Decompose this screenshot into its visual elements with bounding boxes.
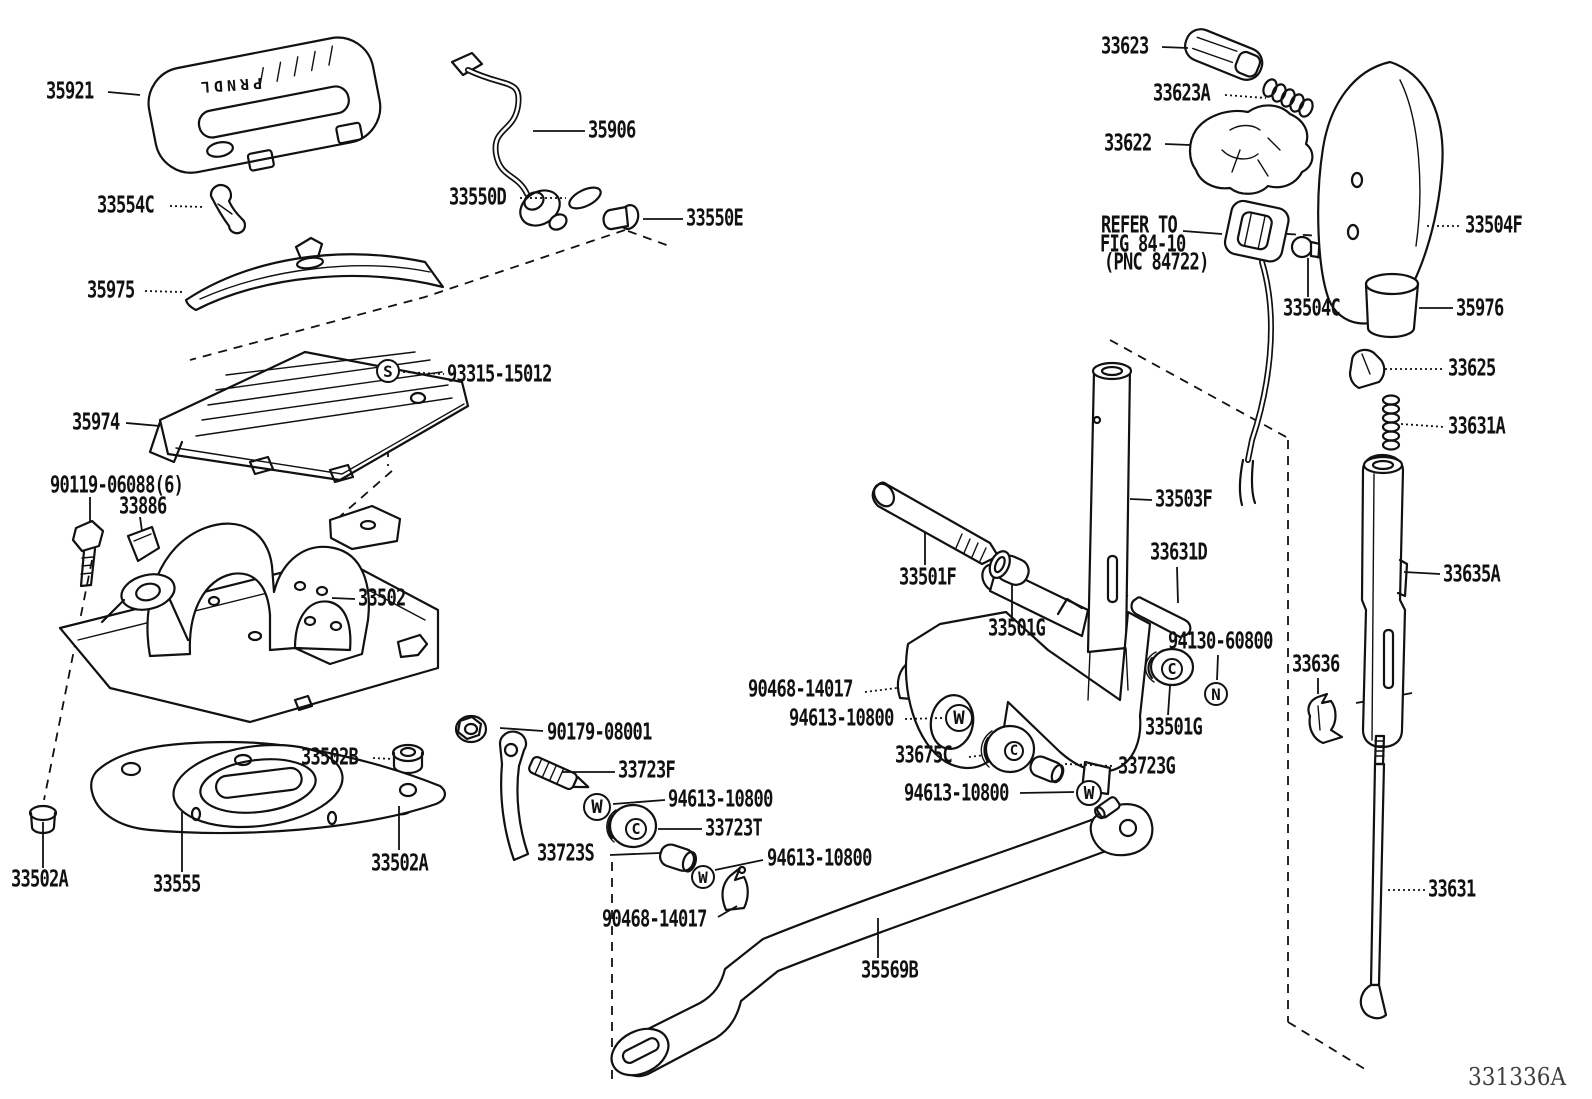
leader-lines [42,46,1462,958]
part-label-35974: 35974 [72,409,120,436]
part-label-pnc-84722: (PNC 84722) [1104,249,1209,276]
part-label-33502a: 33502A [11,866,69,893]
part-label-33502a: 33502A [371,850,429,877]
part-33550d-gasket [568,186,602,210]
part-clevis-link [498,730,530,862]
part-label-33723f: 33723F [618,757,676,784]
part-33502a-grommet-left [28,804,58,835]
part-33886-spacer [126,525,161,563]
s-circle-badge: S [376,359,400,383]
part-label-94613-10800: 94613-10800 [789,705,894,732]
part-label-35976: 35976 [1456,295,1504,322]
part-label-33623: 33623 [1101,33,1149,60]
part-label-fig-84-10: FIG 84-10 [1100,231,1186,258]
part-90179-bolt [454,714,488,744]
part-33623a-spring [1262,78,1314,118]
part-label-33555: 33555 [153,871,201,898]
part-33502-retainer [58,504,440,724]
c-circle-badge: C [1161,658,1183,680]
part-33723f-screw [528,755,590,791]
part-label-33501g: 33501G [1145,714,1203,741]
n-circle-badge: N [1204,682,1228,706]
part-33622-stopper [1188,104,1314,195]
part-label-33502b: 33502B [301,744,359,771]
part-35975-trim-strip [184,236,445,312]
c-circle-badge: C [625,818,647,840]
w-circle-badge: W [945,704,973,732]
part-label-33723s: 33723S [537,840,595,867]
part-35569b-control-rod [610,796,1154,1078]
part-33723s-collar [658,843,698,873]
part-84722-connector [1223,199,1290,507]
part-label-94130-60800: 94130-60800 [1168,628,1273,655]
part-90468-clip-lower [721,865,749,912]
part-label-33550e: 33550E [686,205,744,232]
part-label-33636: 33636 [1292,651,1340,678]
part-label-33550d: 33550D [449,184,507,211]
part-label-33886: 33886 [119,493,167,520]
part-label-35975: 35975 [87,277,135,304]
part-label-33723t: 33723T [705,815,763,842]
part-label-33501g: 33501G [988,615,1046,642]
part-label-33635a: 33635A [1443,561,1501,588]
part-33625-cap [1348,348,1386,390]
part-label-94613-10800: 94613-10800 [668,786,773,813]
part-label-33625: 33625 [1448,355,1496,382]
part-label-90179-08001: 90179-08001 [547,719,652,746]
w-circle-badge: W [1076,780,1102,806]
part-label-90119-06088-6: 90119-06088(6) [50,472,184,499]
part-label-33631d: 33631D [1150,539,1208,566]
part-33555-boot-plate [90,740,446,835]
w-circle-badge: W [691,865,715,889]
part-label-33501f: 33501F [899,564,957,591]
part-label-33723g: 33723G [1118,753,1176,780]
part-35921-indicator-panel: PRNDL [147,36,382,174]
part-label-331336a: 331336A [1468,1063,1567,1091]
part-90119-bolt [71,519,105,588]
part-label-35906: 35906 [588,117,636,144]
part-33631-control-shaft [1359,734,1388,1020]
part-33636-clamp [1307,692,1344,745]
part-label-33631: 33631 [1428,876,1476,903]
part-label-93315-15012: 93315-15012 [447,361,552,388]
w-circle-badge: W [583,793,611,821]
part-label-33622: 33622 [1104,130,1152,157]
part-35976-cushion [1364,272,1420,339]
part-33635a-guide-housing [1360,453,1409,749]
part-label-90468-14017: 90468-14017 [602,906,707,933]
part-label-33503f: 33503F [1155,486,1213,513]
part-33631a-spring [1381,394,1401,451]
part-35974-indicator-housing [148,350,470,484]
part-33550e-bulb [602,204,640,231]
part-label-94613-10800: 94613-10800 [904,780,1009,807]
part-33501g-bushing-upper [988,550,1030,586]
part-33554c-clamp [209,184,247,235]
part-label-94613-10800: 94613-10800 [767,845,872,872]
part-33502b-grommet [391,743,425,775]
part-33623-knob-button [1184,28,1264,81]
part-33501f-pivot-bolt [871,481,1000,566]
part-label-35569b: 35569B [861,957,919,984]
part-label-refer-to: REFER TO [1101,212,1178,239]
part-label-33502: 33502 [358,585,406,612]
gear-letters: PRNDL [196,74,262,97]
part-label-33504f: 33504F [1465,212,1523,239]
part-35906-wire-socket [450,51,568,231]
part-label-33623a: 33623A [1153,80,1211,107]
part-33631d-pin [1130,596,1192,639]
part-label-33504c: 33504C [1283,295,1341,322]
c-circle-badge: C [1004,741,1024,761]
part-label-90468-14017: 90468-14017 [748,676,853,703]
part-33504f-shift-knob [1317,60,1444,325]
part-label-35921: 35921 [46,78,94,105]
part-33723g-collar [1029,755,1065,784]
part-label-33675c: 33675C [895,742,953,769]
part-label-33554c: 33554C [97,192,155,219]
part-label-33631a: 33631A [1448,413,1506,440]
